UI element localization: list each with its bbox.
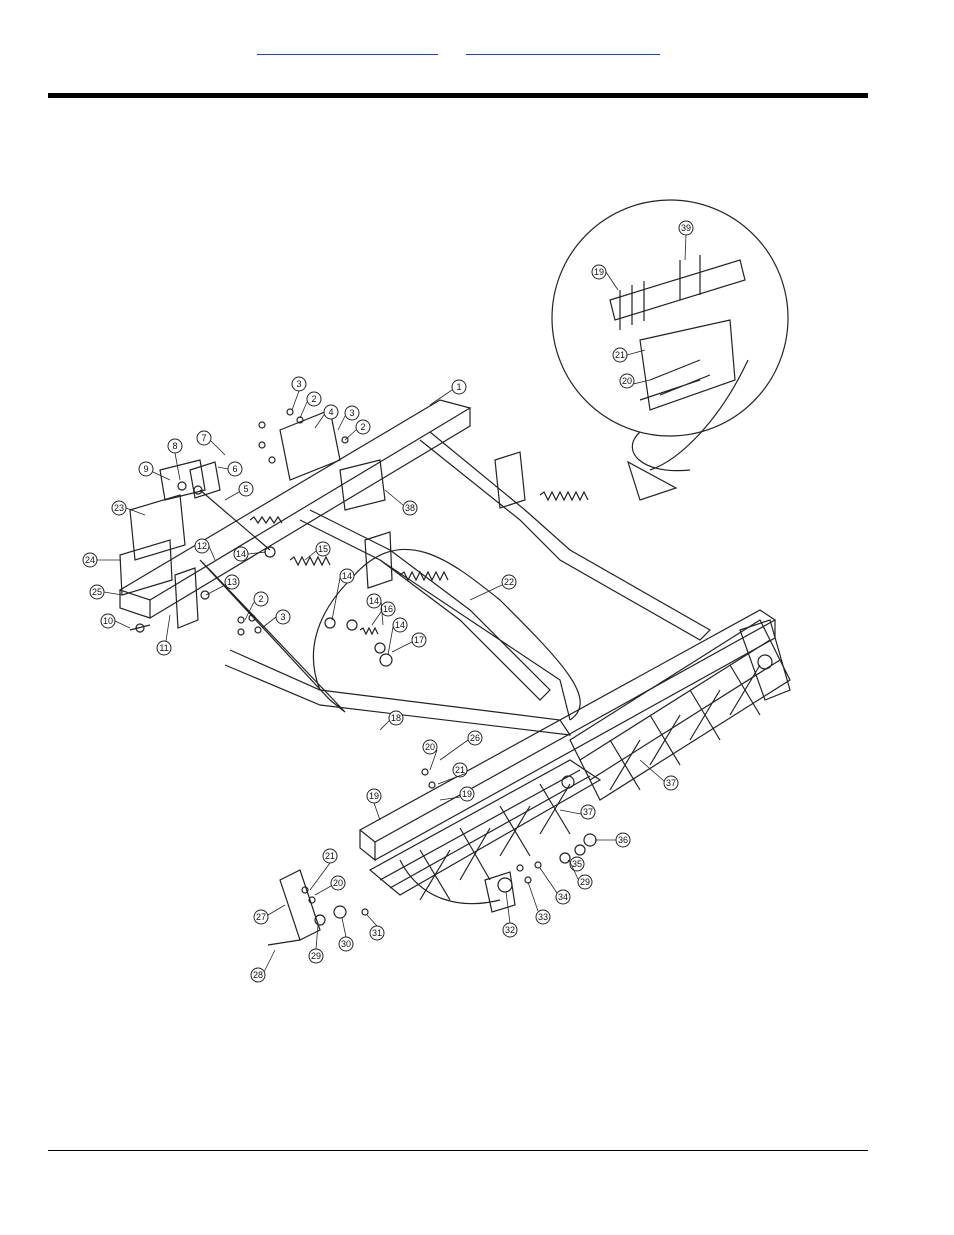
callout-2a: 2: [311, 394, 316, 404]
callout-16: 16: [383, 604, 393, 614]
callout-1: 1: [456, 382, 461, 392]
callout-7: 7: [201, 433, 206, 443]
callout-19b: 19: [462, 789, 472, 799]
callout-24: 24: [85, 555, 95, 565]
callout-14b: 14: [342, 571, 352, 581]
diagram-linework: [120, 200, 790, 945]
callout-2b: 2: [258, 594, 263, 604]
callout-balloons: 1 2 2 2 3 3 3 4 5 6 7 8 9 10 11 12 13 14…: [83, 221, 693, 982]
callout-11: 11: [159, 643, 168, 653]
callout-29a: 29: [311, 951, 321, 961]
callout-22: 22: [504, 577, 514, 587]
callout-21c: 21: [615, 350, 625, 360]
callout-18: 18: [391, 713, 401, 723]
callout-29b: 29: [580, 877, 590, 887]
callout-20c: 20: [622, 376, 632, 386]
footer-rule: [48, 1150, 868, 1151]
callout-10: 10: [103, 616, 113, 626]
callout-37b: 37: [583, 807, 593, 817]
callout-19a: 19: [369, 791, 379, 801]
callout-30: 30: [341, 939, 351, 949]
callout-3a: 3: [296, 379, 301, 389]
callout-15: 15: [318, 544, 328, 554]
callout-38: 38: [405, 503, 415, 513]
callout-20b: 20: [333, 878, 343, 888]
callout-33: 33: [538, 912, 548, 922]
callout-25: 25: [92, 587, 102, 597]
callout-17: 17: [414, 635, 424, 645]
callout-21a: 21: [455, 765, 465, 775]
callout-12: 12: [197, 541, 207, 551]
callout-34: 34: [558, 892, 568, 902]
callout-9: 9: [143, 464, 148, 474]
callout-36: 36: [618, 835, 628, 845]
callout-14c: 14: [369, 596, 379, 606]
callout-35: 35: [572, 859, 582, 869]
callout-23: 23: [114, 503, 124, 513]
callout-8: 8: [172, 441, 177, 451]
callout-13: 13: [227, 577, 237, 587]
callout-21b: 21: [325, 851, 335, 861]
callout-2c: 2: [360, 422, 365, 432]
callout-5: 5: [243, 484, 248, 494]
callout-37a: 37: [666, 778, 676, 788]
callout-26: 26: [470, 733, 480, 743]
callout-28: 28: [253, 970, 263, 980]
callout-31: 31: [372, 928, 382, 938]
callout-14d: 14: [395, 620, 405, 630]
callout-6: 6: [232, 464, 237, 474]
callout-14a: 14: [236, 549, 246, 559]
callout-39: 39: [681, 223, 691, 233]
callout-19c: 19: [594, 267, 604, 277]
callout-3c: 3: [280, 612, 285, 622]
parts-diagram: 1 2 2 2 3 3 3 4 5 6 7 8 9 10 11 12 13 14…: [78, 143, 798, 1075]
callout-32: 32: [505, 925, 515, 935]
callout-4: 4: [328, 407, 333, 417]
callout-27: 27: [256, 912, 266, 922]
callout-3b: 3: [349, 408, 354, 418]
callout-20a: 20: [425, 742, 435, 752]
